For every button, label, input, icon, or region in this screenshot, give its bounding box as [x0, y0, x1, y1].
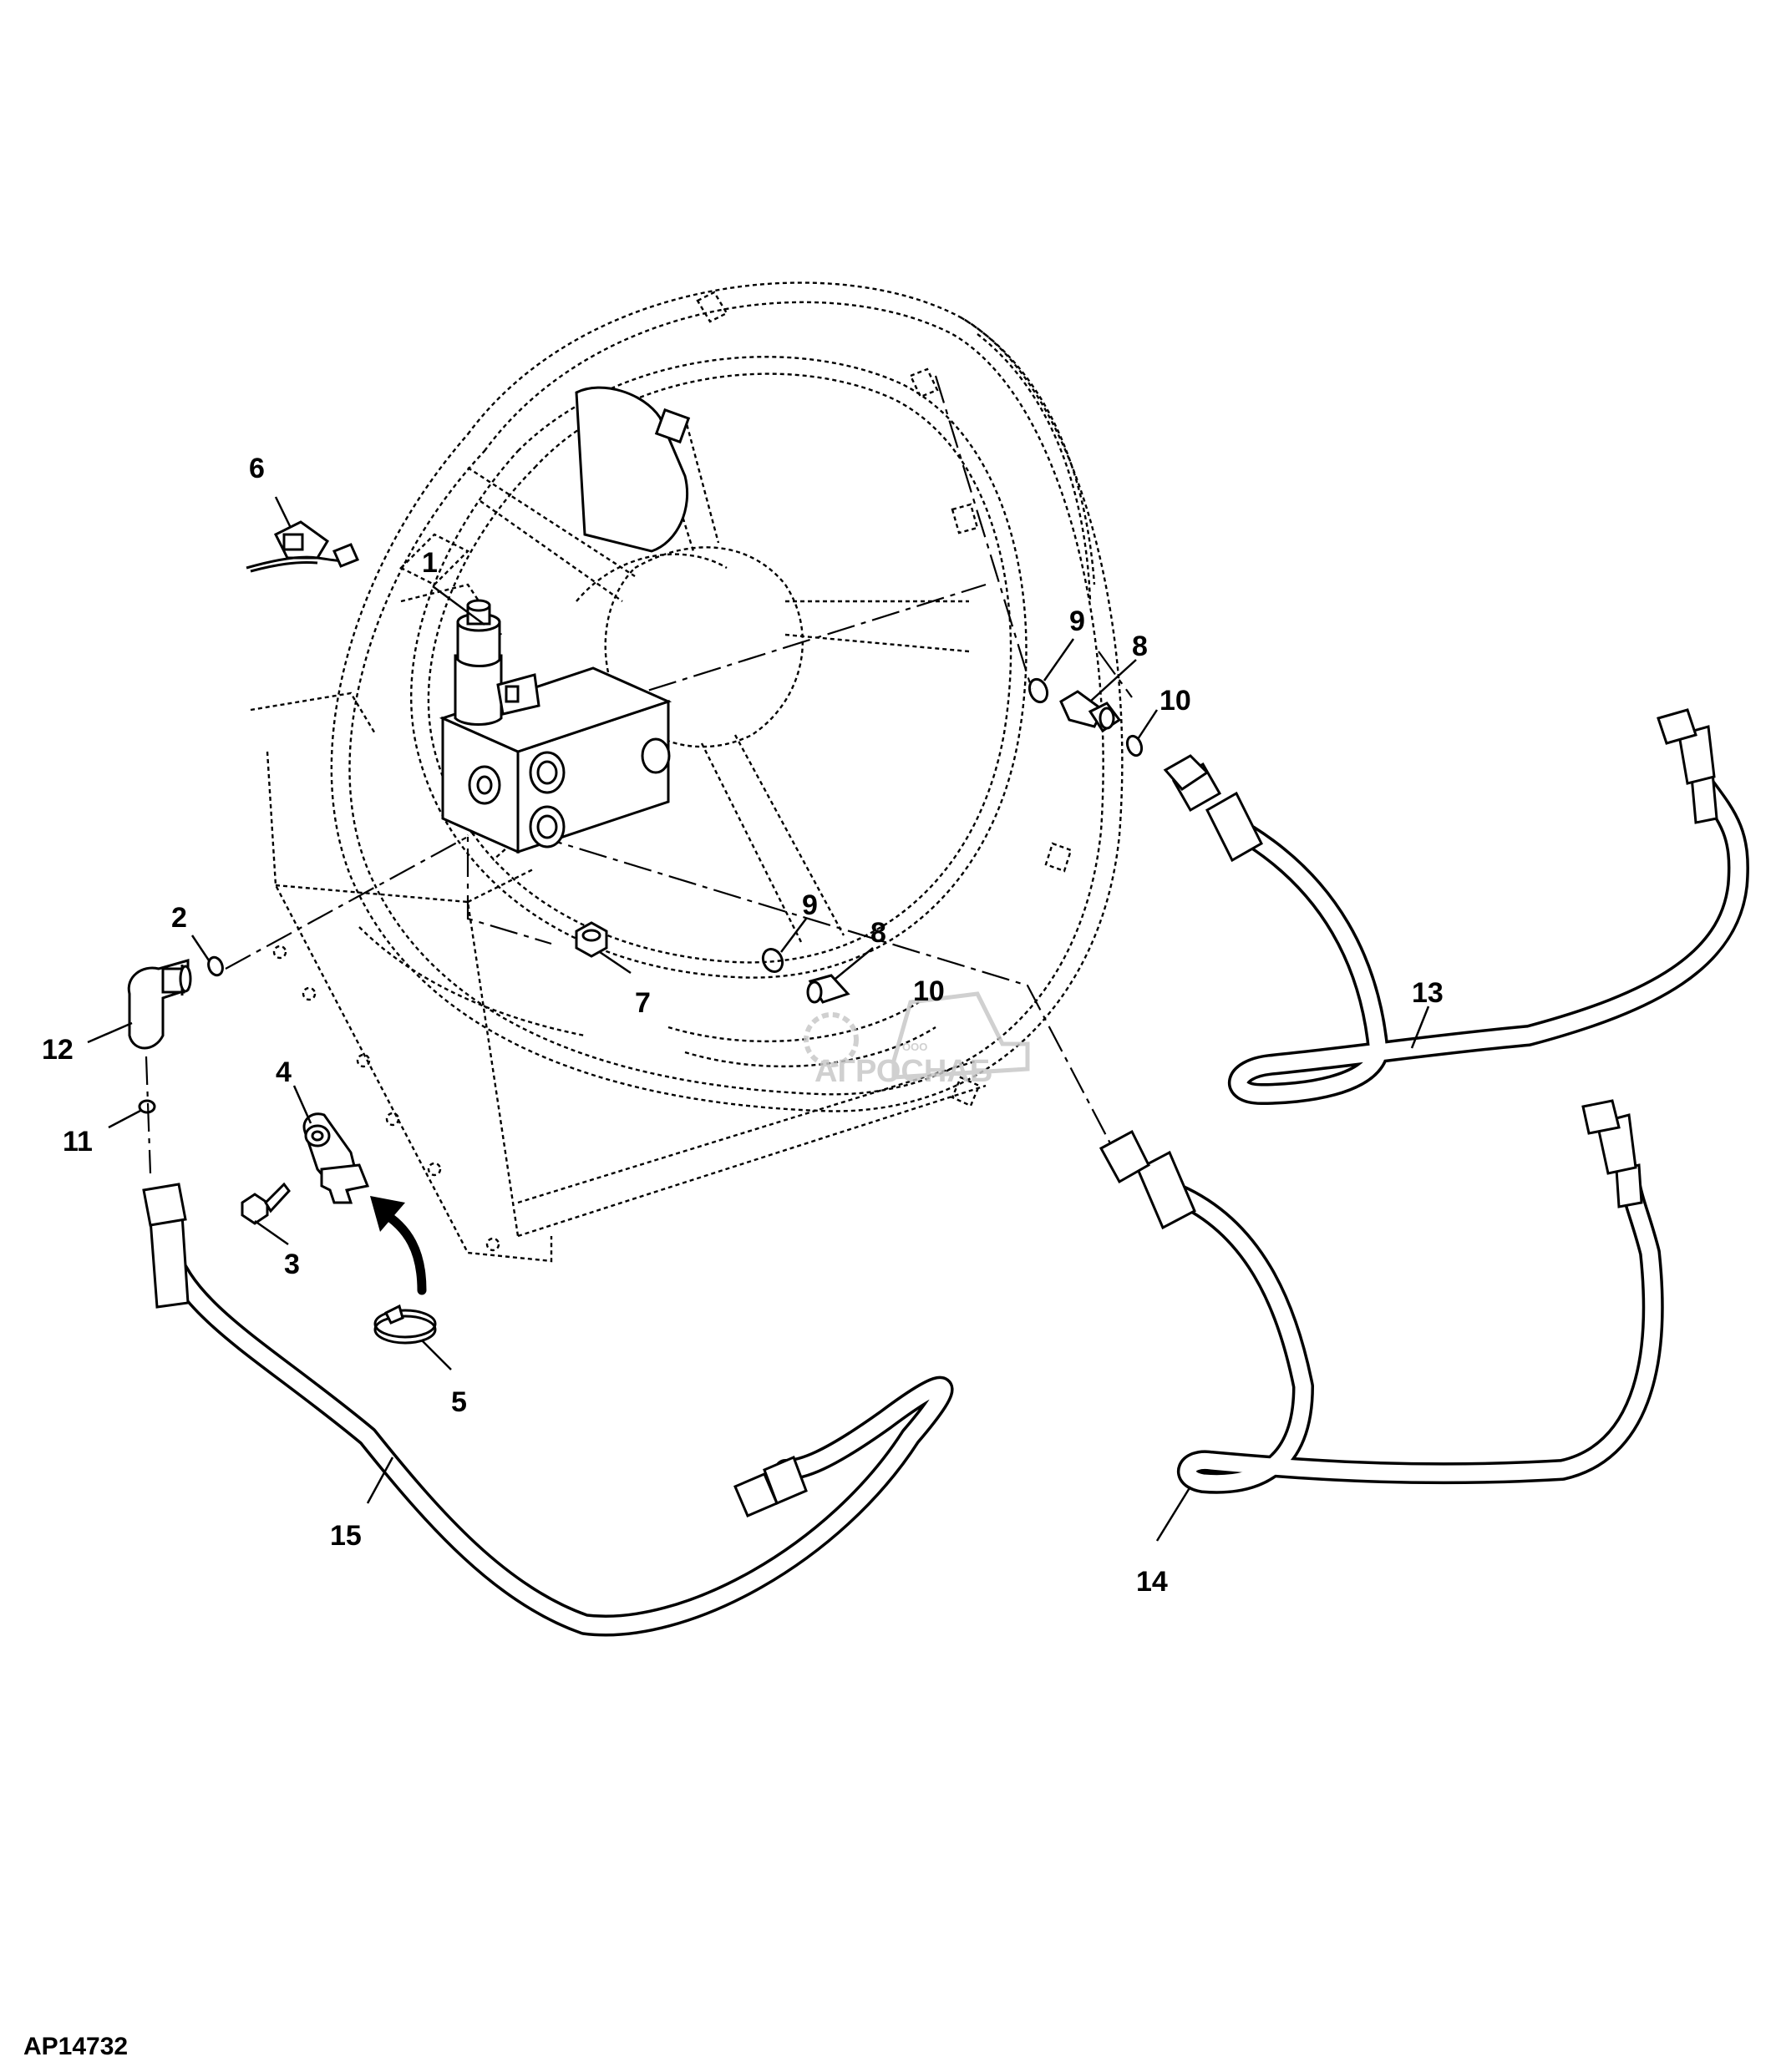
install-direction-arrow: [370, 1196, 427, 1295]
hose-13: [1163, 708, 1749, 1105]
callout-6: 6: [249, 453, 265, 484]
callout-1: 1: [422, 547, 438, 579]
callout-14: 14: [1136, 1566, 1168, 1598]
nut: [575, 921, 608, 958]
callout-5: 5: [451, 1386, 467, 1418]
hose-15: [142, 1183, 954, 1637]
callout-4: 4: [276, 1056, 292, 1088]
figure-id: AP14732: [23, 2033, 129, 2060]
callout-8-upper: 8: [1132, 631, 1148, 662]
callout-15: 15: [330, 1520, 362, 1552]
elbow-fitting: [127, 955, 224, 1114]
leader-lines: [87, 496, 1430, 1542]
watermark-prefix: ООО: [902, 1041, 927, 1053]
hose-14: [1099, 1099, 1664, 1494]
callout-10-upper: 10: [1159, 685, 1191, 717]
callout-13: 13: [1412, 977, 1444, 1009]
fittings-upper: [1028, 677, 1144, 757]
hose-clamp: [373, 1304, 437, 1345]
callout-9-upper: 9: [1069, 605, 1085, 637]
callout-labels: 1 2 3 4 5 6 7 8 8 9 9 10 10 11 12 13 14 …: [42, 453, 1444, 1598]
watermark-company: АГРОСНАБ: [814, 1054, 992, 1089]
callout-8-lower: 8: [870, 917, 886, 949]
callout-7: 7: [635, 987, 651, 1019]
fittings-lower: [761, 947, 850, 1004]
callout-12: 12: [42, 1034, 74, 1066]
callout-9-lower: 9: [802, 889, 818, 921]
company-watermark: ООО АГРОСНАБ: [804, 991, 1030, 1089]
callout-10-lower: 10: [913, 975, 945, 1007]
callout-11: 11: [63, 1126, 93, 1158]
callout-2: 2: [171, 902, 187, 934]
clamp-bracket: [241, 1112, 370, 1225]
phantom-housing: [250, 281, 1124, 1263]
callout-3: 3: [284, 1249, 300, 1280]
valve-block-assembly: [439, 386, 691, 854]
electrical-connector: [246, 520, 360, 573]
